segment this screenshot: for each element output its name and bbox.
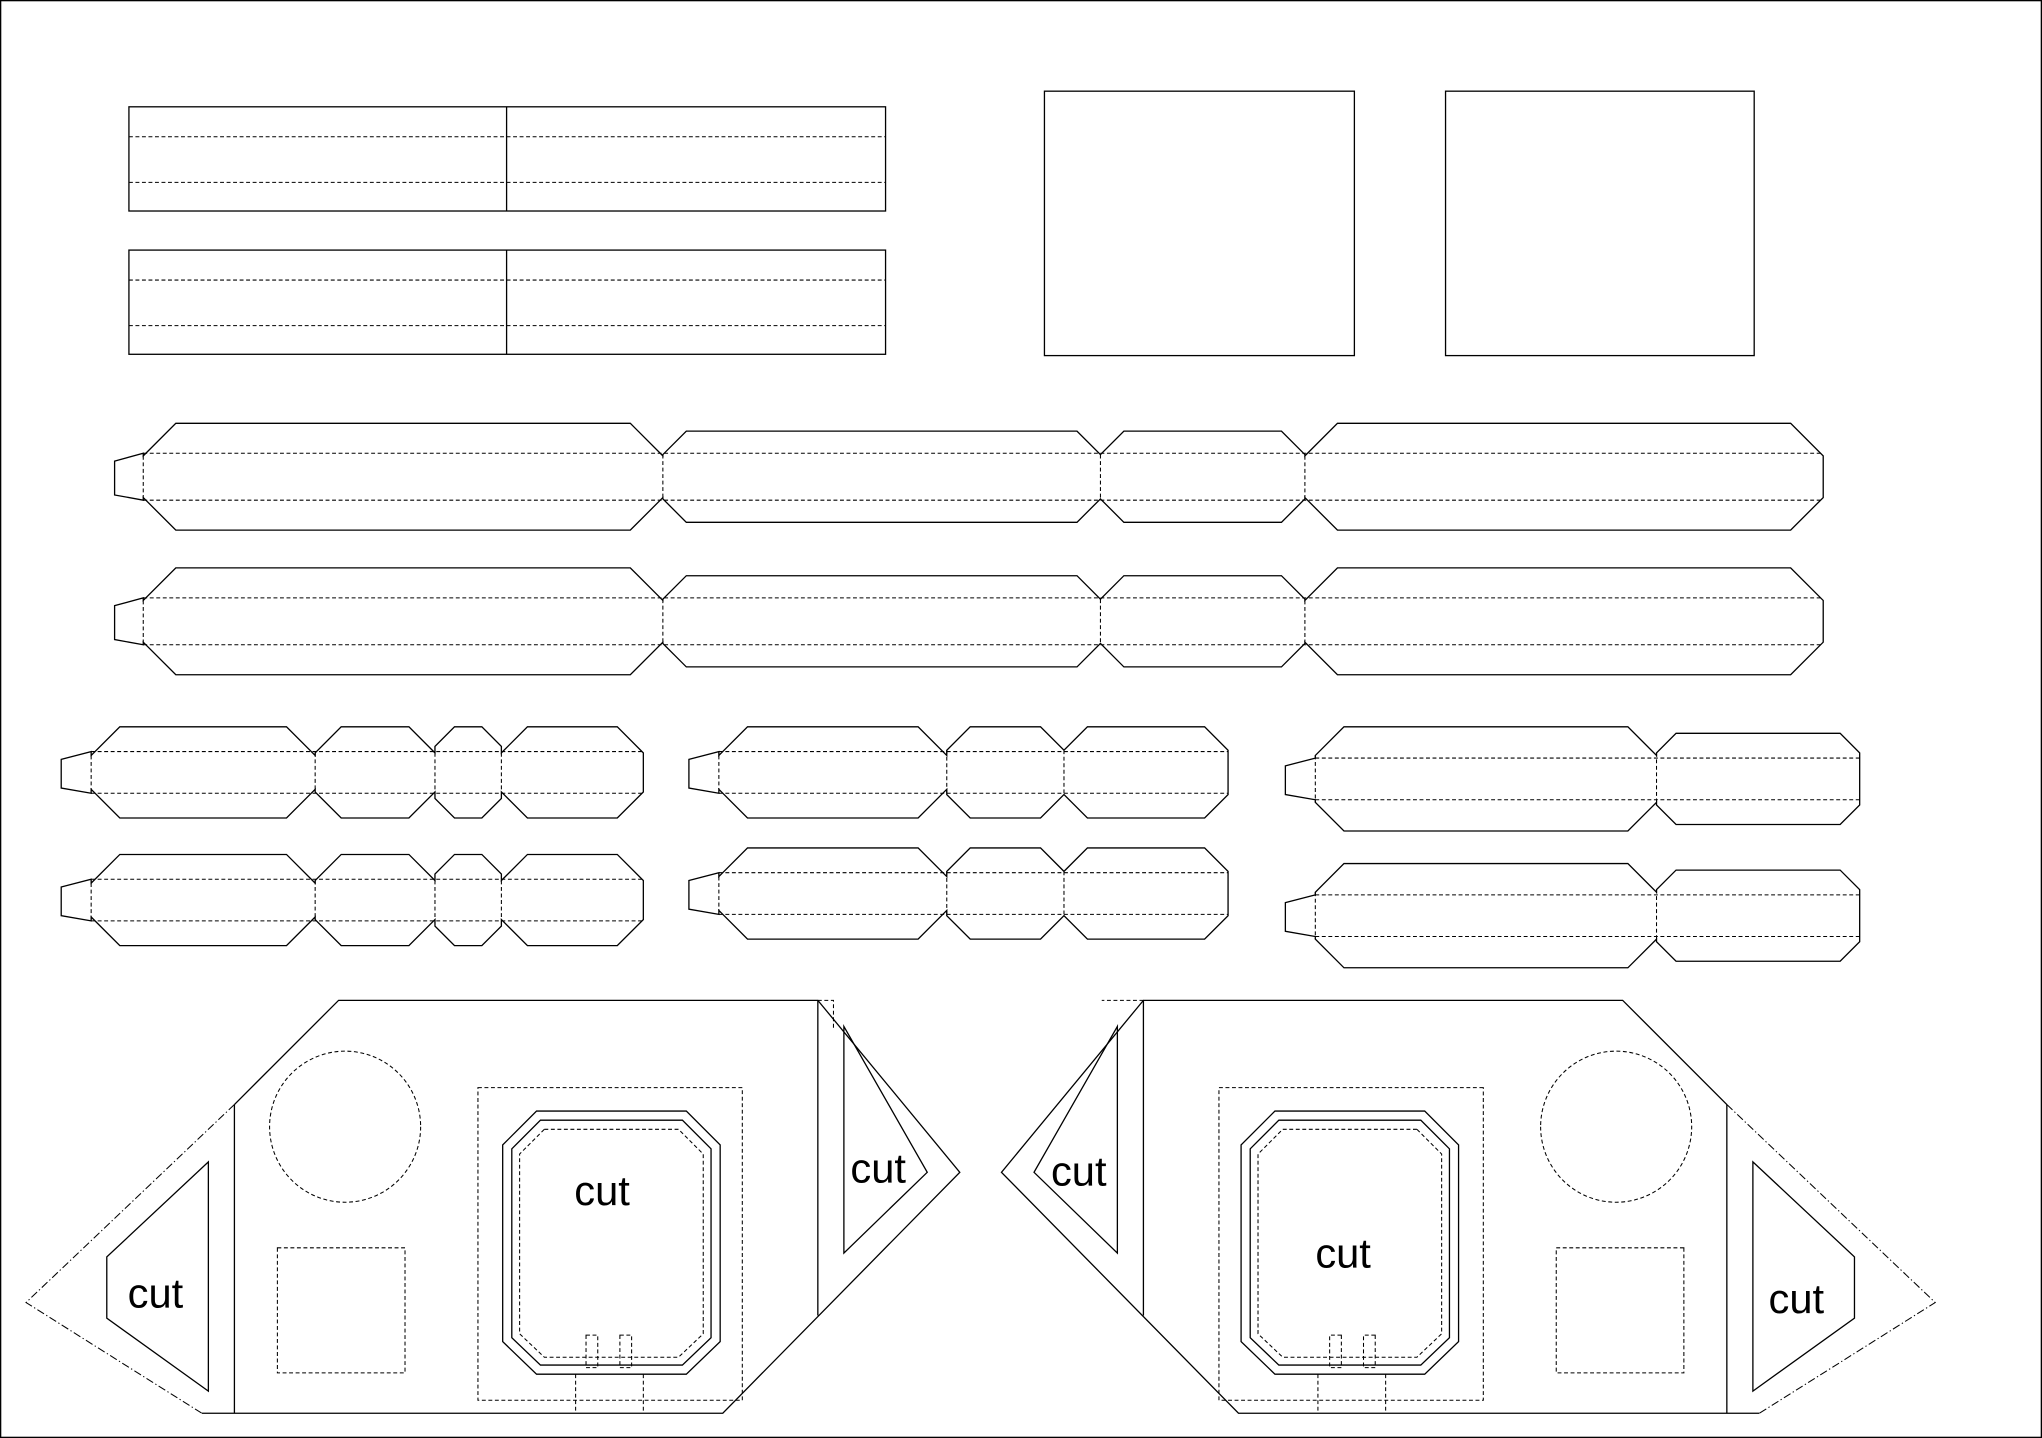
cut-label-left-small-triangle: cut	[850, 1145, 906, 1192]
long-strip-2	[113, 567, 1824, 676]
short-strip-right-2	[1284, 862, 1861, 969]
right-side-piece	[1000, 999, 1937, 1414]
square-panel-2	[1444, 90, 1755, 357]
cut-label-left-triangle: cut	[128, 1270, 184, 1317]
short-strip-left-2	[60, 853, 644, 947]
flat-strip-2	[128, 249, 887, 355]
cut-label-right-triangle: cut	[1769, 1275, 1825, 1322]
square-panel-1	[1043, 90, 1356, 357]
square-fold-mark	[276, 1247, 406, 1374]
short-strip-middle-1	[688, 726, 1229, 819]
small-triangle-cutout	[843, 1023, 929, 1255]
long-strip-1	[113, 422, 1824, 531]
short-strip-left-1	[60, 726, 644, 819]
circle-fold-mark	[269, 1050, 422, 1203]
flat-strip-1	[128, 106, 887, 212]
short-strip-right-1	[1284, 726, 1861, 832]
cut-label-left-window: cut	[574, 1167, 630, 1214]
cut-label-right-window: cut	[1315, 1229, 1371, 1276]
triangle-cutout	[106, 1160, 210, 1393]
left-side-piece	[25, 999, 961, 1414]
short-strip-middle-2	[688, 847, 1229, 940]
window-cutout	[502, 1110, 721, 1375]
cut-label-right-small-triangle: cut	[1051, 1147, 1107, 1194]
